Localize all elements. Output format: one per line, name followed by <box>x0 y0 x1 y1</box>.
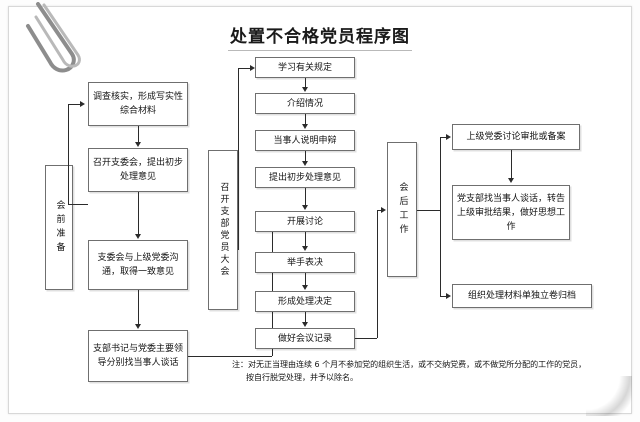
step-study-rules[interactable]: 学习有关规定 <box>255 57 355 78</box>
connector-decision-to-minutes <box>305 312 306 322</box>
arrowhead-to-superior-approval <box>446 133 451 140</box>
connector-minutes-to-post-v <box>377 210 378 338</box>
arrowhead-to-archive <box>446 292 451 299</box>
connector-minutes-to-post-h1 <box>355 338 377 339</box>
connector-meeting-to-study-v <box>238 68 239 250</box>
step-form-decision[interactable]: 形成处理决定 <box>255 291 355 312</box>
step-branch-committee[interactable]: 召开支委会，提出初步处理意见 <box>88 148 188 192</box>
arrowhead-to-consult-superior <box>134 234 141 239</box>
step-consult-superior[interactable]: 支委会与上级党委沟通，取得一致意见 <box>88 240 188 290</box>
stage-label-branch-member-meeting: 召开支部党员大会 <box>208 150 238 310</box>
step-archive[interactable]: 组织处理材料单独立卷归档 <box>452 284 592 308</box>
arrowhead-to-secretary-talk <box>134 324 141 329</box>
arrowhead-to-minutes <box>301 322 308 327</box>
arrowhead-to-introduce <box>301 87 308 92</box>
connector-post-to-approval <box>440 137 446 138</box>
footnote-line-2: 按自行脱党处理，并予以除名。 <box>246 373 358 382</box>
footnote: 注：对无正当理由连续 6 个月不参加党的组织生活，或不交纳党费，或不做党所分配的… <box>232 358 616 384</box>
connector-discussion-to-vote <box>305 232 306 246</box>
connector-entry-rail-vertical <box>68 104 69 204</box>
stage-label-pre-meeting: 会前准备 <box>45 165 73 290</box>
footnote-line-1: 注：对无正当理由连续 6 个月不参加党的组织生活，或不交纳党费，或不做党所分配的… <box>232 360 587 369</box>
connector-entry-rail-bottom <box>68 204 88 205</box>
arrowhead-to-propose-opinion <box>301 161 308 166</box>
connector-post-branch-stem <box>417 210 440 211</box>
arrowhead-to-party-defense <box>301 124 308 129</box>
arrowhead-to-discussion <box>301 205 308 210</box>
connector-minutes-to-post-h2 <box>377 210 381 211</box>
step-party-defense[interactable]: 当事人说明申辩 <box>255 130 355 151</box>
step-discussion[interactable]: 开展讨论 <box>255 211 355 232</box>
title-underline <box>228 50 412 51</box>
step-superior-approval[interactable]: 上级党委讨论审批或备案 <box>452 124 580 150</box>
connector-consult-to-talk <box>138 290 139 324</box>
arrowhead-to-show-of-hands <box>301 246 308 251</box>
step-propose-opinion[interactable]: 提出初步处理意见 <box>255 167 355 188</box>
step-introduce[interactable]: 介绍情况 <box>255 93 355 114</box>
connector-committee-to-consult <box>138 192 139 234</box>
arrowhead-to-post-meeting <box>381 206 386 213</box>
connector-approval-to-inform <box>511 150 512 178</box>
step-show-of-hands[interactable]: 举手表决 <box>255 252 355 273</box>
connector-talk-to-meeting-h <box>188 356 272 357</box>
connector-post-branch-spine <box>440 137 441 296</box>
connector-opinion-to-discussion <box>305 188 306 205</box>
connector-vote-to-decision <box>305 273 306 285</box>
connector-study-to-introduce <box>305 78 306 87</box>
connector-entry-rail-horizontal <box>68 104 80 105</box>
connector-introduce-to-defense <box>305 114 306 124</box>
connector-post-to-archive <box>440 296 446 297</box>
arrowhead-to-investigate <box>80 100 85 107</box>
arrowhead-to-study-rules <box>250 64 255 71</box>
step-secretary-talk[interactable]: 支部书记与党委主要领导分别找当事人谈话 <box>88 330 188 382</box>
connector-investigate-to-committee <box>138 126 139 142</box>
connector-defense-to-opinion <box>305 151 306 161</box>
stage-label-post-meeting: 会后工作 <box>387 142 417 277</box>
arrowhead-to-branch-committee <box>134 142 141 147</box>
arrowhead-to-form-decision <box>301 285 308 290</box>
step-investigate[interactable]: 调查核实，形成写实性综合材料 <box>88 82 188 126</box>
arrowhead-to-branch-inform <box>507 178 514 183</box>
step-branch-inform[interactable]: 党支部找当事人谈话，转告上级审批结果，做好思想工作 <box>452 185 570 240</box>
step-minutes[interactable]: 做好会议记录 <box>255 328 355 349</box>
page-title: 处置不合格党员程序图 <box>230 27 410 47</box>
connector-meeting-to-study-h <box>238 68 250 69</box>
